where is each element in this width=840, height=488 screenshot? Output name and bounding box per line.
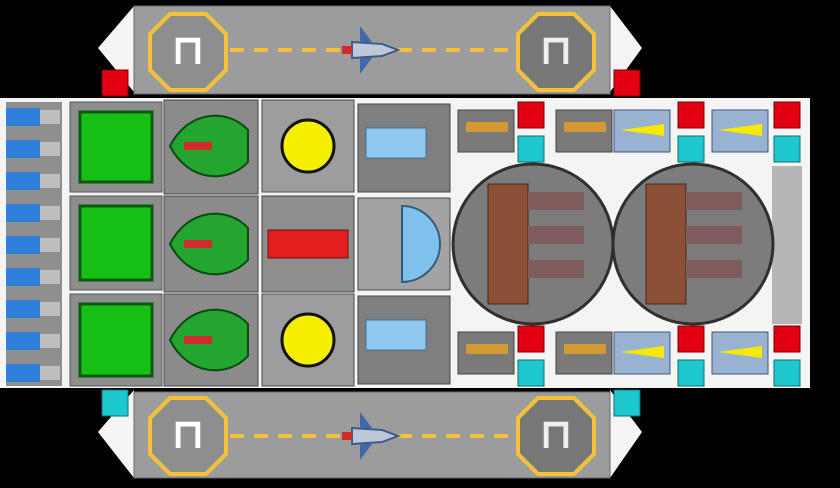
cyan-button[interactable]: [517, 359, 545, 387]
engine-icon[interactable]: [163, 195, 259, 293]
gun-icon[interactable]: [457, 109, 515, 153]
turret-icon[interactable]: [611, 162, 775, 326]
green-module[interactable]: [69, 293, 163, 387]
cyan-button[interactable]: [773, 135, 801, 163]
laser-icon[interactable]: [711, 109, 769, 153]
battery-icon[interactable]: [6, 172, 60, 190]
engine-icon[interactable]: [163, 293, 259, 387]
reactor-icon[interactable]: [261, 293, 355, 387]
ion-weapon-icon[interactable]: [357, 295, 451, 385]
bottom-right-cyan-button[interactable]: [613, 389, 641, 417]
top-left-red-button[interactable]: [101, 69, 129, 97]
red-button[interactable]: [773, 325, 801, 353]
top-right-red-button[interactable]: [613, 69, 641, 97]
bottom-pad-left-glyph: ⊓: [171, 409, 204, 458]
hull-strut-right: [772, 166, 802, 324]
laser-icon[interactable]: [613, 109, 671, 153]
battery-icon[interactable]: [6, 332, 60, 350]
red-button[interactable]: [517, 325, 545, 353]
gun-icon[interactable]: [555, 331, 613, 375]
red-button[interactable]: [677, 325, 705, 353]
bottom-left-cyan-button[interactable]: [101, 389, 129, 417]
top-pad-left-icon[interactable]: [148, 12, 228, 92]
top-pad-right-icon[interactable]: [516, 12, 596, 92]
laser-icon[interactable]: [613, 331, 671, 375]
top-spaceship-icon[interactable]: [342, 26, 401, 74]
green-module[interactable]: [69, 195, 163, 291]
cyan-button[interactable]: [677, 135, 705, 163]
shield-icon[interactable]: [357, 197, 451, 291]
battery-icon[interactable]: [6, 300, 60, 318]
top-pad-right-glyph: ⊓: [539, 25, 572, 74]
top-pad-left-glyph: ⊓: [171, 25, 204, 74]
green-module[interactable]: [69, 101, 163, 193]
engine-icon[interactable]: [163, 99, 259, 195]
bottom-pad-left-icon[interactable]: [148, 396, 228, 476]
ion-weapon-icon[interactable]: [357, 103, 451, 193]
cyan-button[interactable]: [517, 135, 545, 163]
bottom-spaceship-icon[interactable]: [342, 412, 401, 460]
battery-icon[interactable]: [6, 236, 60, 254]
gun-icon[interactable]: [457, 331, 515, 375]
turret-icon[interactable]: [451, 162, 615, 326]
laser-icon[interactable]: [711, 331, 769, 375]
red-button[interactable]: [677, 101, 705, 129]
bottom-pad-right-glyph: ⊓: [539, 409, 572, 458]
core-module[interactable]: [261, 195, 355, 293]
cyan-button[interactable]: [677, 359, 705, 387]
bottom-pad-right-icon[interactable]: [516, 396, 596, 476]
battery-column: [6, 102, 62, 386]
red-button[interactable]: [773, 101, 801, 129]
battery-icon[interactable]: [6, 108, 60, 126]
reactor-icon[interactable]: [261, 99, 355, 193]
battery-icon[interactable]: [6, 364, 60, 382]
red-button[interactable]: [517, 101, 545, 129]
battery-icon[interactable]: [6, 268, 60, 286]
cyan-button[interactable]: [773, 359, 801, 387]
gun-icon[interactable]: [555, 109, 613, 153]
battery-icon[interactable]: [6, 204, 60, 222]
battery-icon[interactable]: [6, 140, 60, 158]
